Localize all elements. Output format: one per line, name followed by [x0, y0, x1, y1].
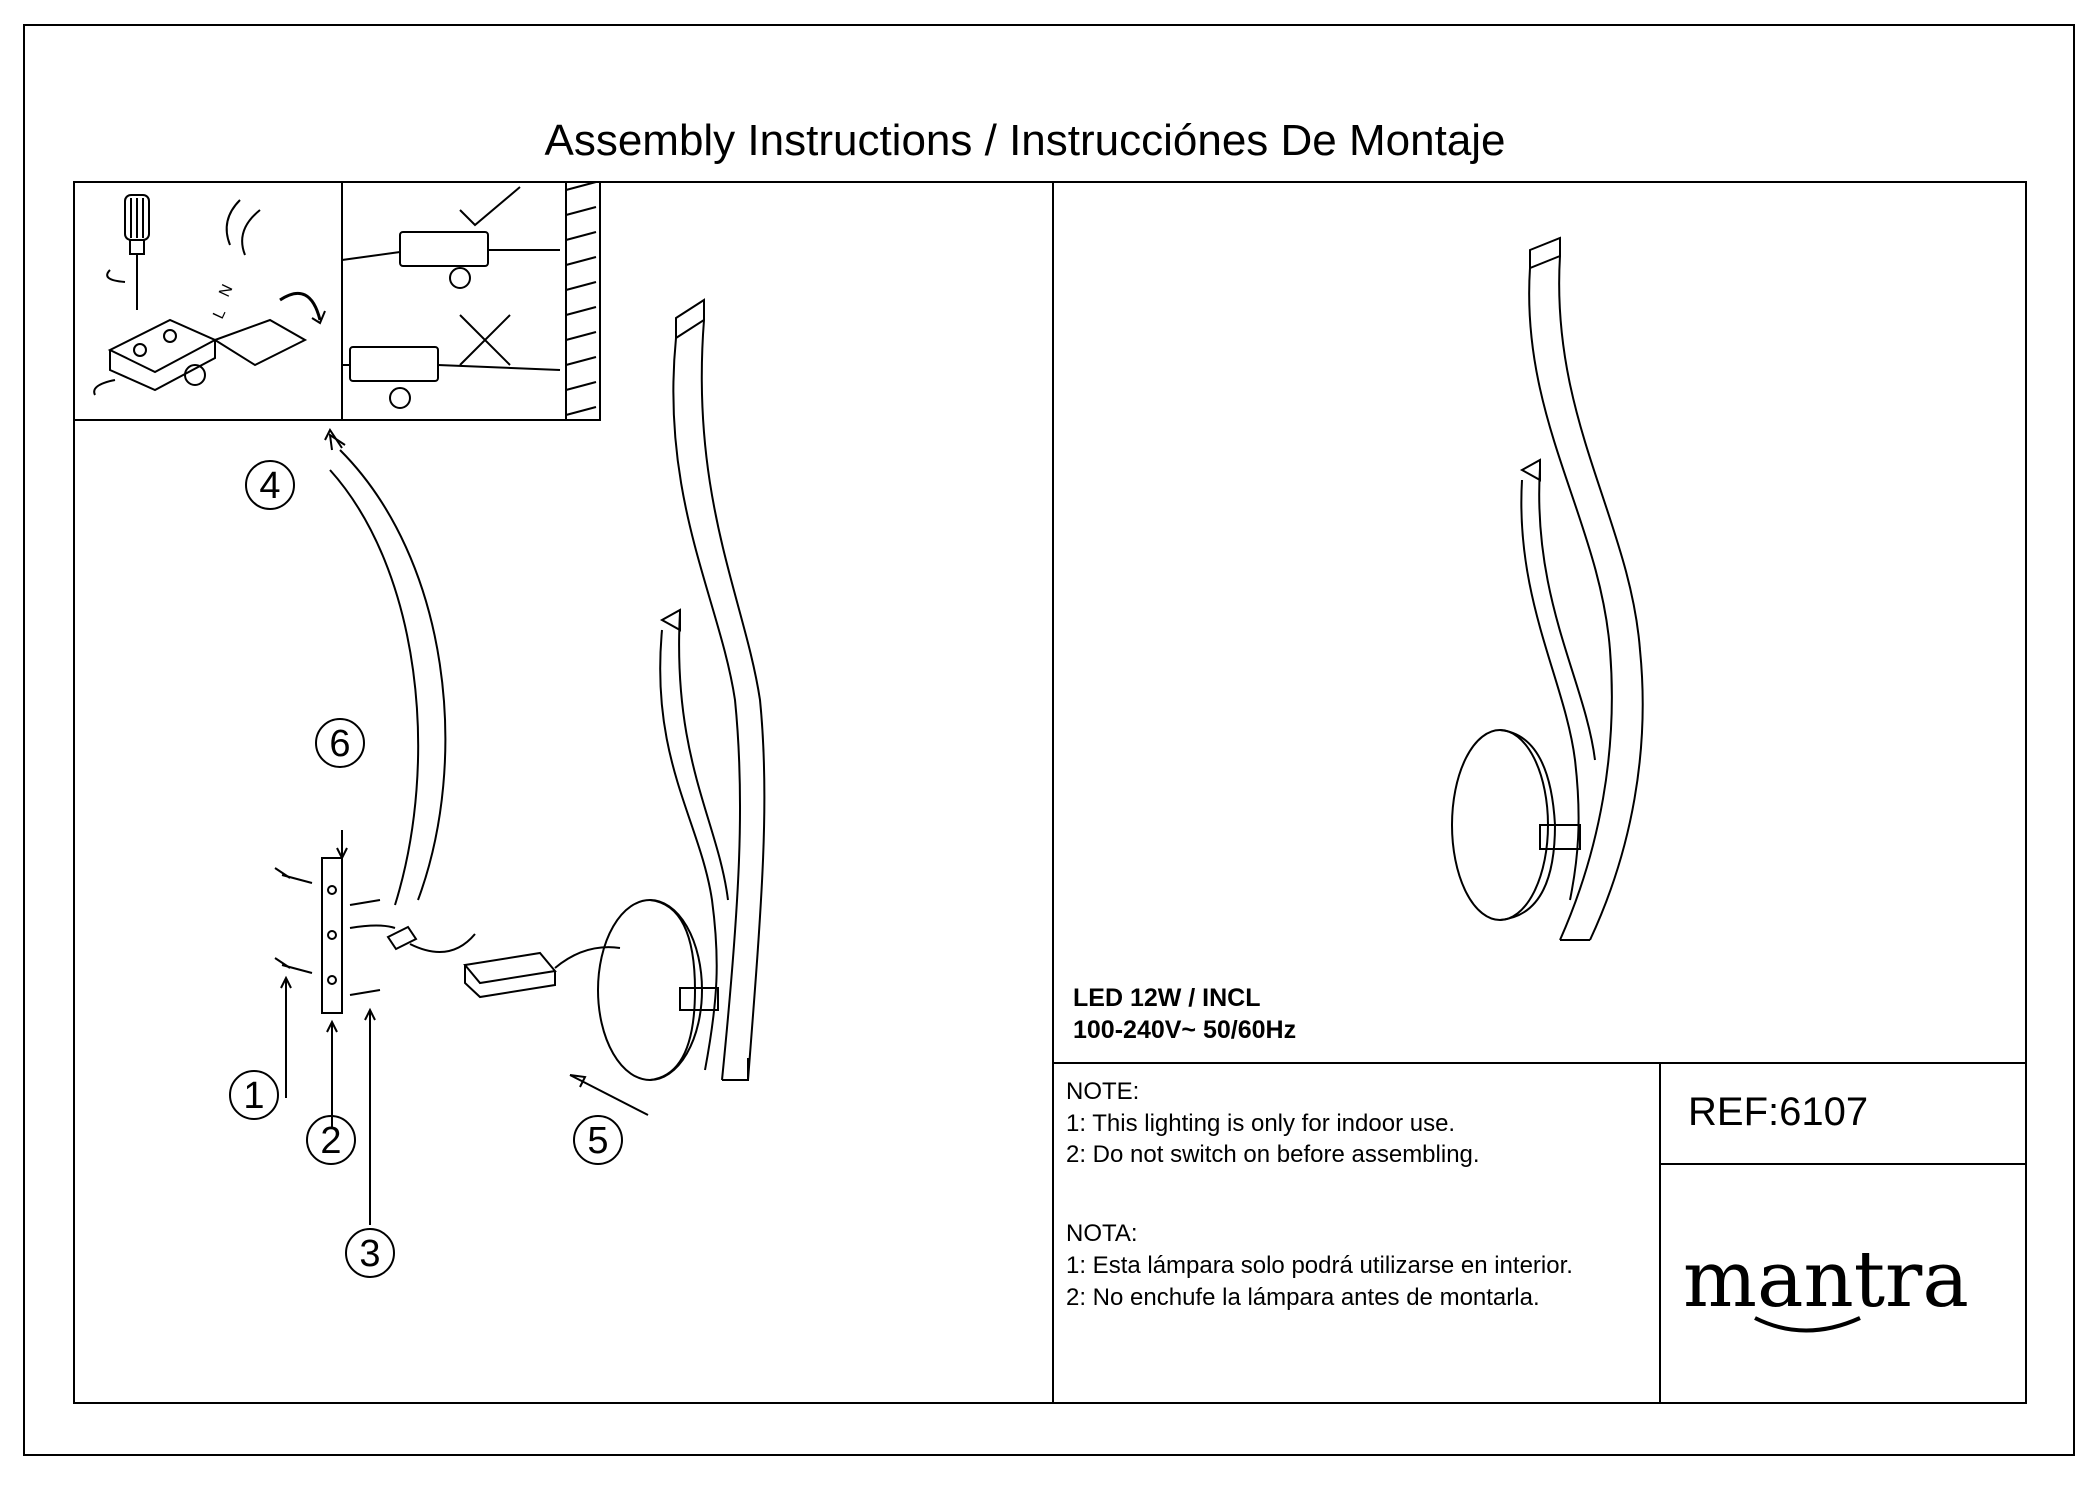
step-2-label: 2	[320, 1120, 341, 1162]
step-4-circle	[245, 460, 295, 510]
step-4-label: 4	[259, 465, 280, 507]
logo-smile	[1754, 1316, 1861, 1333]
step-4-arrow	[328, 432, 447, 906]
wiring-n-label: N	[216, 282, 236, 300]
terminal-block-icon	[93, 199, 326, 396]
connector-wrong-icon	[342, 314, 561, 409]
wiring-detail-box	[73, 181, 601, 421]
step-3-circle	[345, 1228, 395, 1278]
connector-correct-icon	[341, 186, 560, 289]
led-driver-icon	[349, 924, 621, 999]
wall-bracket-icon	[274, 830, 381, 1225]
step-5-label: 5	[587, 1120, 608, 1162]
brand-logo: mantra	[1683, 1235, 1969, 1325]
step-1-label: 1	[243, 1075, 264, 1117]
spec-power: LED 12W / INCL	[1073, 984, 1261, 1012]
lamp-left-drawing	[597, 298, 766, 1081]
note-item: 1: This lighting is only for indoor use.	[1066, 1110, 1456, 1137]
nota-heading: NOTA:	[1066, 1220, 1138, 1247]
ref-number: REF:6107	[1688, 1090, 1869, 1134]
step-2-circle	[306, 1115, 356, 1165]
step-6-label: 6	[329, 723, 350, 765]
step-1-circle	[229, 1070, 279, 1120]
lamp-right-drawing	[1451, 236, 1644, 941]
step-5-circle	[573, 1115, 623, 1165]
wall-hatching-icon	[565, 181, 597, 420]
step-3-label: 3	[359, 1233, 380, 1275]
step-5-arrow	[569, 1074, 649, 1116]
step-6-circle	[315, 718, 365, 768]
nota-item: 1: Esta lámpara solo podrá utilizarse en…	[1066, 1252, 1573, 1279]
page-border	[23, 24, 2075, 1456]
note-item: 2: Do not switch on before assembling.	[1066, 1141, 1480, 1168]
note-heading: NOTE:	[1066, 1078, 1140, 1105]
page-title: Assembly Instructions / Instrucciónes De…	[544, 116, 1506, 165]
brand-logo-text: mantra	[1683, 1235, 1969, 1325]
nota-item: 2: No enchufe la lámpara antes de montar…	[1066, 1284, 1540, 1311]
wiring-l-label: L	[210, 306, 229, 321]
main-frame	[73, 181, 2027, 1404]
spec-voltage: 100-240V~ 50/60Hz	[1073, 1016, 1297, 1044]
screwdriver-icon	[106, 194, 150, 310]
